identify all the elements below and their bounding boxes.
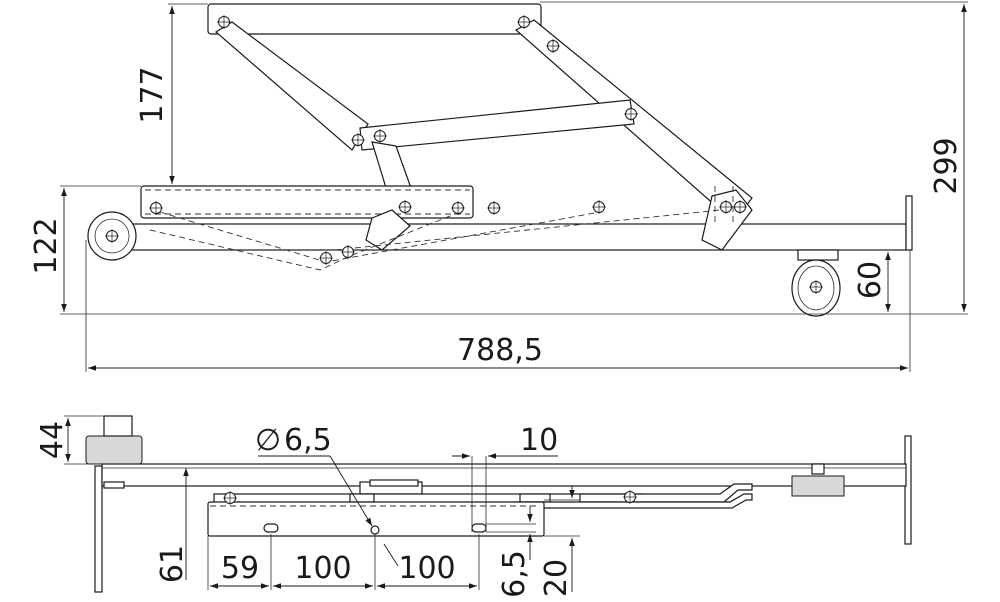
main-bar [99, 223, 907, 251]
top-view: 44 ∅ 6,5 10 61 59 100 100 6,5 [35, 415, 912, 598]
dim-arm-height: 177 [135, 66, 170, 123]
top-main-bar [101, 463, 907, 487]
dim-spacing-1: 100 [294, 551, 351, 586]
dim-hole-symbol: ∅ [255, 423, 281, 458]
roller-block [85, 435, 143, 465]
side-view: 177 299 122 60 788,5 [29, 1, 968, 372]
bottom-plate [207, 501, 545, 537]
dim-depth: 61 [155, 545, 190, 583]
long-arm [214, 21, 369, 151]
dim-offset-1: 59 [221, 551, 259, 586]
dim-plate-height: 20 [539, 559, 574, 597]
dim-total-height: 299 [929, 137, 964, 194]
dim-slot-length: 6,5 [497, 550, 532, 598]
dim-total-length: 788,5 [457, 333, 543, 368]
base-plate [140, 185, 474, 219]
dim-base-height: 122 [29, 217, 64, 274]
dim-roller-height: 44 [35, 421, 70, 459]
dim-slot-width: 10 [520, 423, 558, 458]
dim-spacing-2: 100 [398, 551, 455, 586]
top-plate [207, 3, 542, 35]
horizontal-link [359, 99, 635, 151]
dim-wheel-height: 60 [853, 261, 888, 299]
dim-hole-diameter: 6,5 [284, 423, 332, 458]
